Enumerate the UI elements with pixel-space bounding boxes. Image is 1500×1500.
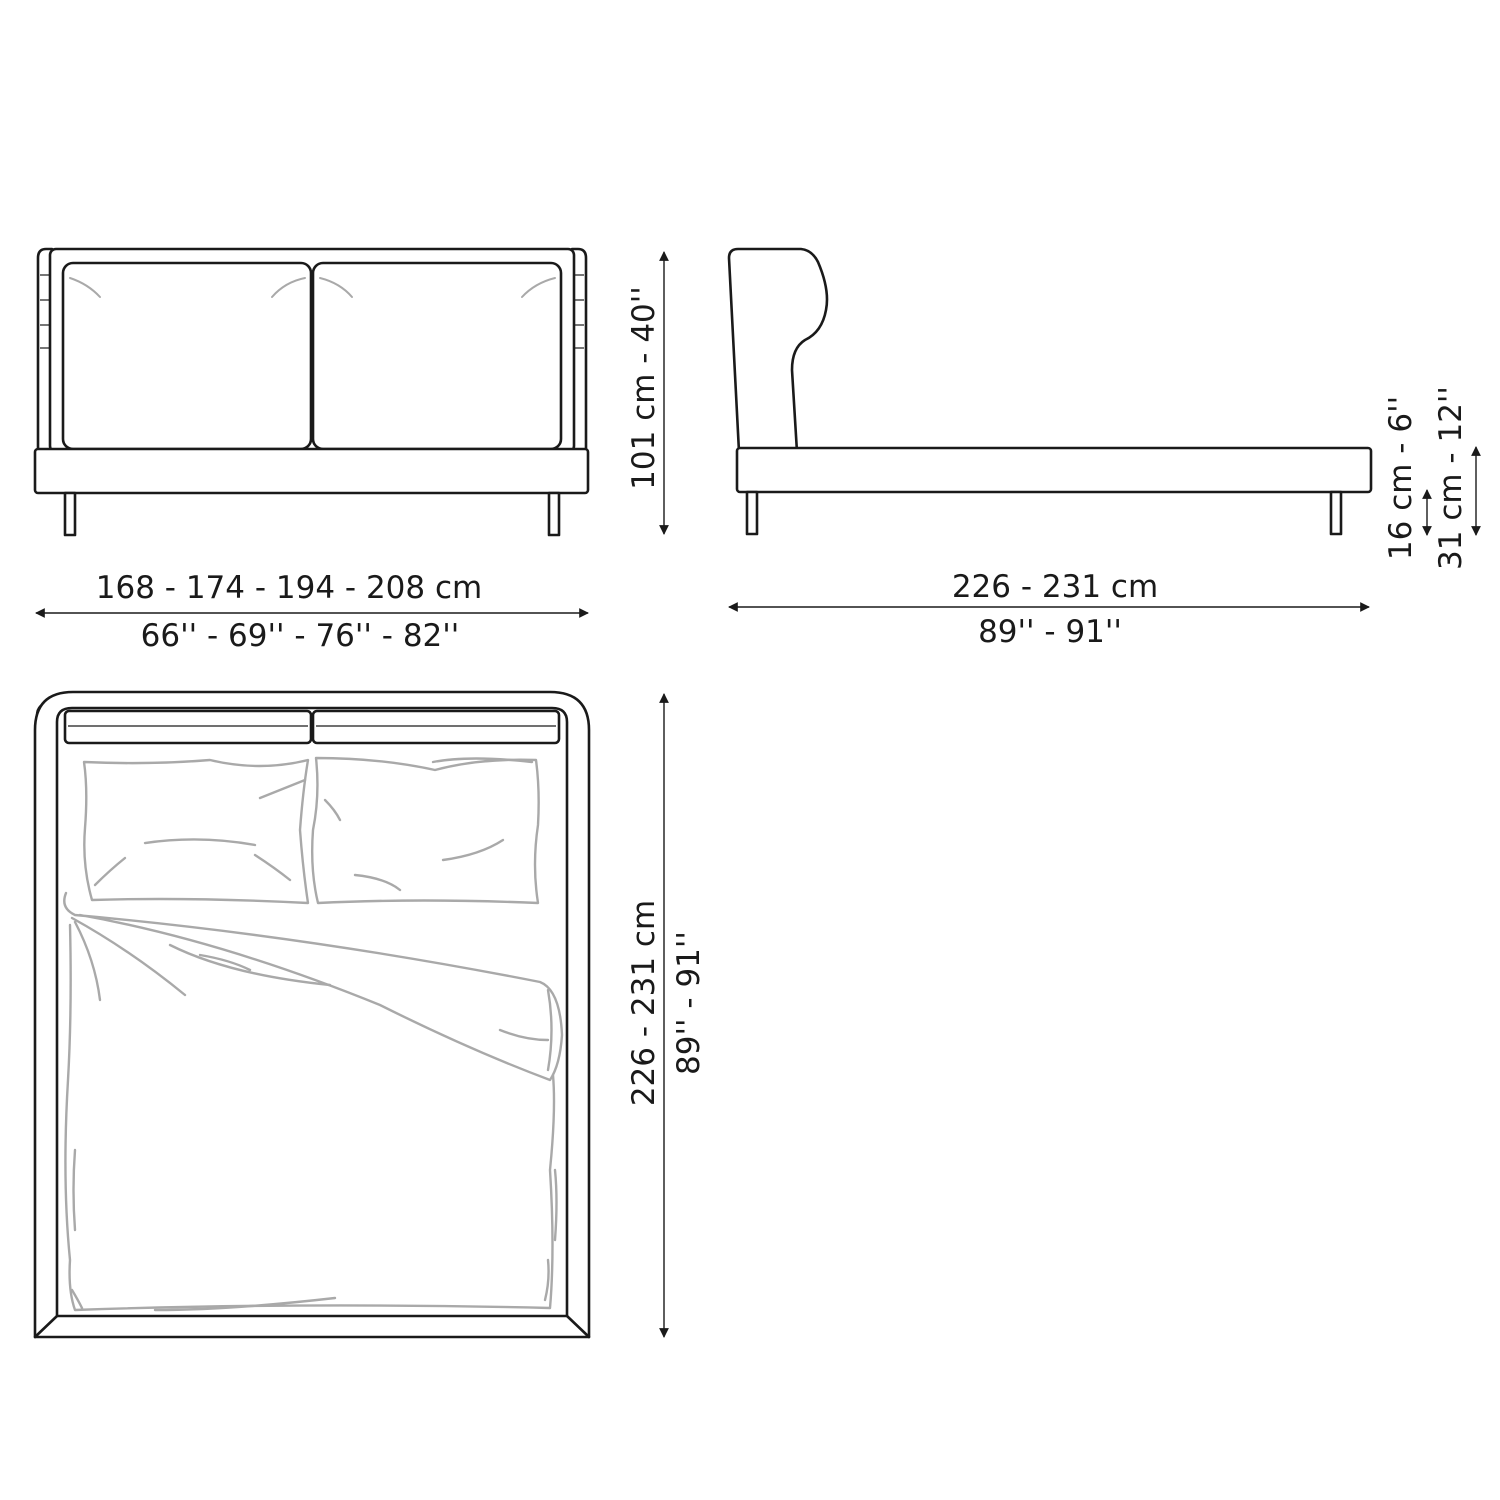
top-cushion-right	[311, 709, 561, 745]
side-frame-height-label: 31 cm - 12''	[1433, 386, 1469, 570]
side-length-in-label: 89'' - 91''	[978, 614, 1122, 650]
side-leg-height-label: 16 cm - 6''	[1383, 396, 1419, 560]
side-headboard	[727, 247, 829, 454]
bedding	[63, 756, 564, 1312]
side-view: 226 - 231 cm 89'' - 91'' 16 cm - 6'' 31 …	[727, 247, 1481, 650]
side-base	[735, 446, 1373, 494]
front-leg-right	[547, 491, 561, 537]
front-leg-left	[63, 491, 77, 537]
top-cushion-left	[63, 709, 313, 745]
front-width-cm-label: 168 - 174 - 194 - 208 cm	[96, 570, 482, 606]
top-length-cm-label: 226 - 231 cm	[626, 900, 662, 1106]
front-height-label: 101 cm - 40''	[626, 286, 662, 490]
side-leg-head	[745, 490, 759, 536]
top-length-in-label: 89'' - 91''	[671, 931, 707, 1075]
front-width-in-label: 66'' - 69'' - 76'' - 82''	[141, 618, 460, 654]
top-view: 226 - 231 cm 89'' - 91''	[33, 690, 707, 1339]
front-base	[33, 447, 590, 495]
top-frame-inner	[55, 706, 569, 1318]
side-length-cm-label: 226 - 231 cm	[952, 569, 1158, 605]
right-cushion	[311, 261, 563, 451]
left-cushion	[61, 261, 313, 451]
side-leg-foot	[1329, 490, 1343, 536]
front-view: 101 cm - 40'' 168 - 174 - 194 - 208 cm 6…	[33, 247, 669, 654]
